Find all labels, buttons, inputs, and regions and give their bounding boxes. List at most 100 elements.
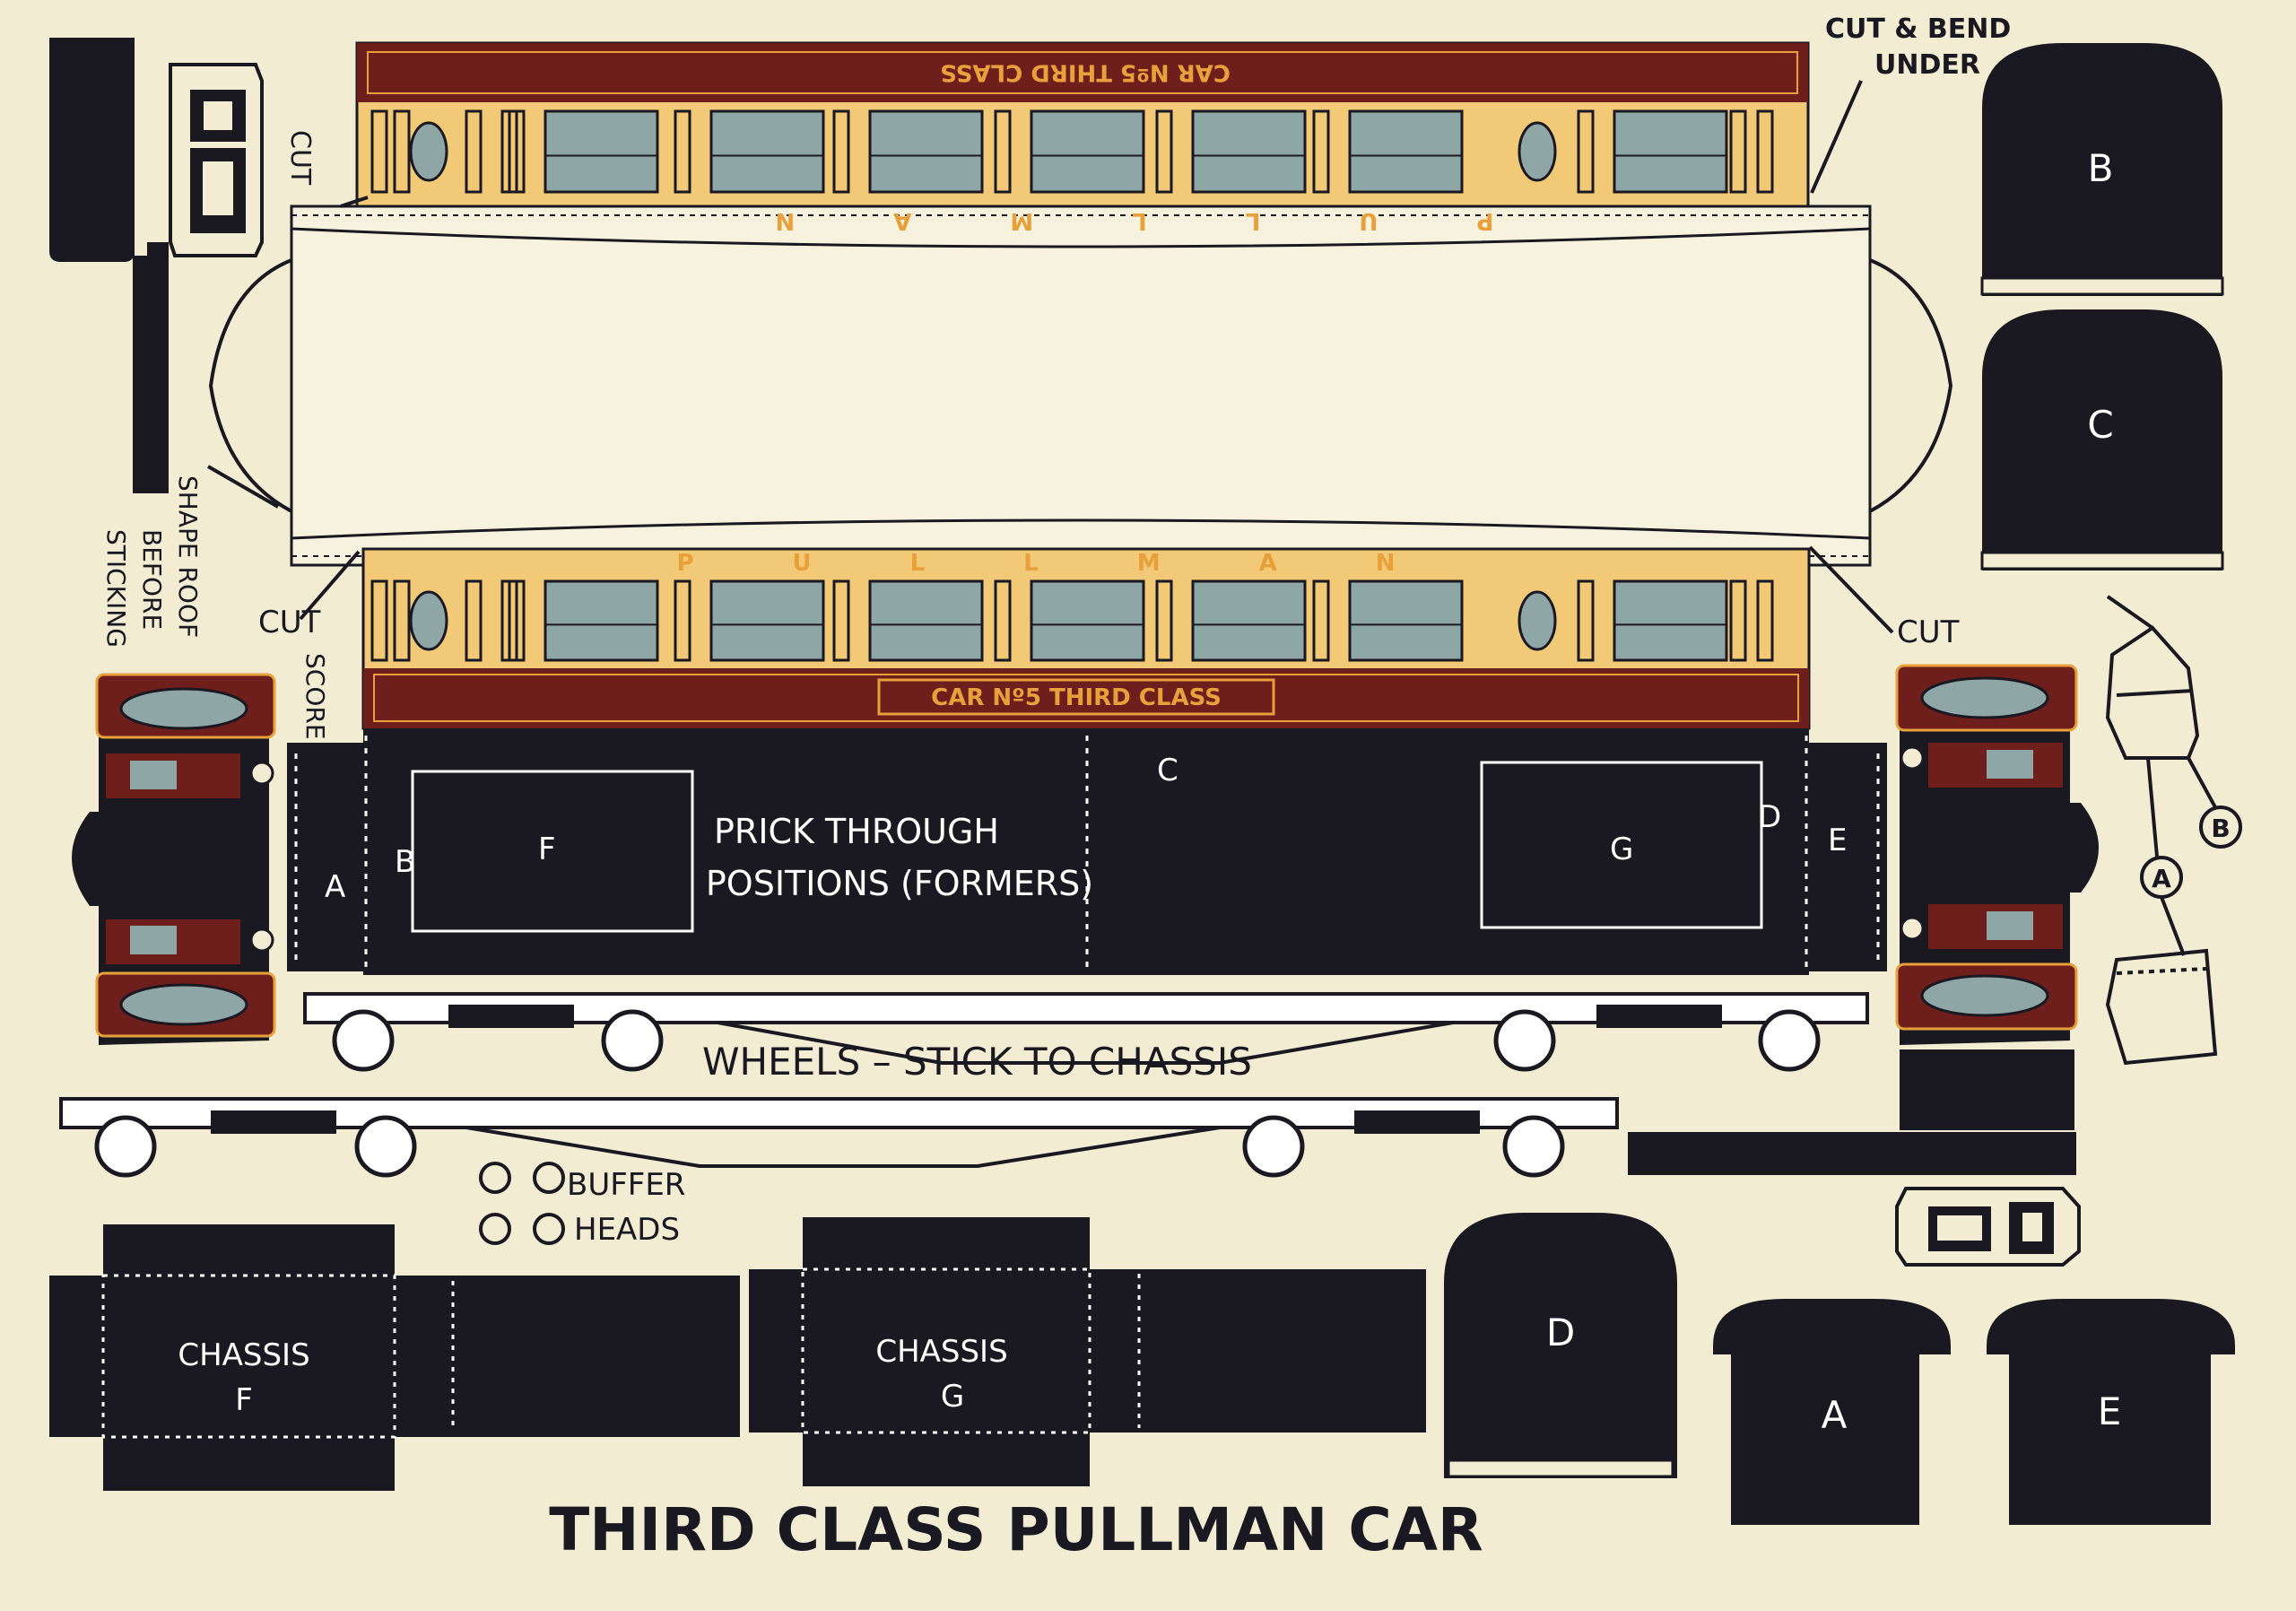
coach-window <box>1613 109 1728 194</box>
window-pillar <box>393 579 411 662</box>
chassis-g-label: CHASSIS <box>875 1334 1007 1370</box>
oval-window <box>409 121 448 182</box>
score-label: SCORE <box>300 653 330 740</box>
former-position-a: A <box>325 869 345 905</box>
windows-row-top <box>370 109 1774 194</box>
window-pillar <box>832 109 850 194</box>
end-piece-right <box>1895 664 2099 1045</box>
coach-window <box>1348 579 1464 662</box>
former-position-f: F <box>538 832 556 867</box>
buffer-heads <box>479 1162 565 1245</box>
window-pillar <box>1577 579 1595 662</box>
former-position-d: D <box>1758 799 1781 835</box>
window-pillar <box>465 109 483 194</box>
former-b-letter: B <box>2088 146 2114 190</box>
window-pillar <box>1312 109 1330 194</box>
sketch-letter-b: B <box>2211 814 2230 843</box>
roof-strip-piece <box>1628 1049 2081 1267</box>
window-pillar <box>994 109 1012 194</box>
pullman-label-lower: PULLMAN <box>676 550 1493 577</box>
shape-roof-label-line3: STICKING <box>101 529 131 648</box>
chassis-g-piece <box>749 1217 1426 1486</box>
coach-window <box>1348 109 1464 194</box>
coach-window <box>1613 579 1728 662</box>
window-pillar <box>393 109 411 194</box>
coach-window <box>709 109 825 194</box>
window-pillar <box>1756 579 1774 662</box>
oval-window <box>1518 590 1557 651</box>
window-pillar <box>1155 579 1173 662</box>
cut-label-lower-left: CUT <box>258 605 321 640</box>
sketch-letter-a: A <box>2152 864 2171 893</box>
former-d-letter: D <box>1546 1311 1575 1354</box>
shape-roof-label-line2: BEFORE <box>137 529 167 630</box>
pullman-label-top: PULLMAN <box>676 207 1493 234</box>
coach-window <box>1030 109 1145 194</box>
former-e <box>1987 1299 2235 1525</box>
window-pillar <box>370 109 388 194</box>
window-pillar <box>1729 579 1747 662</box>
former-e-letter: E <box>2098 1389 2122 1433</box>
shape-roof-label-line1: SHAPE ROOF <box>173 475 203 638</box>
roof-piece <box>208 205 1953 567</box>
cut-label-top-left: CUT <box>284 130 316 186</box>
end-piece-left <box>72 673 276 1045</box>
cut-bend-label-line2: UNDER <box>1874 49 1980 81</box>
window-pillar <box>1312 579 1330 662</box>
former-c-letter: C <box>2087 403 2113 447</box>
window-pillar <box>1756 109 1774 194</box>
window-pillar <box>674 579 691 662</box>
former-position-e: E <box>1828 823 1847 858</box>
coach-window <box>544 579 659 662</box>
page-title: THIRD CLASS PULLMAN CAR <box>549 1495 1483 1564</box>
former-a <box>1713 1299 1951 1525</box>
prick-through-line2: POSITIONS (FORMERS) <box>706 864 1093 903</box>
window-pillar <box>508 109 526 194</box>
coach-window <box>709 579 825 662</box>
former-c <box>1980 309 2224 570</box>
coach-side-lower <box>361 547 1811 730</box>
chassis-f-piece <box>49 1224 740 1491</box>
cut-bend-label-line1: CUT & BEND <box>1825 13 2011 45</box>
window-pillar <box>1729 109 1747 194</box>
window-pillar <box>1155 109 1173 194</box>
end-tab-piece <box>49 38 264 493</box>
coach-side-top <box>355 41 1810 224</box>
cut-label-lower-right: CUT <box>1897 614 1960 650</box>
assembly-sketch <box>2105 595 2242 1066</box>
car-name-label-lower: CAR Nº5 THIRD CLASS <box>931 684 1222 711</box>
oval-window <box>1518 121 1557 182</box>
body-lower-side <box>287 728 1887 975</box>
coach-window <box>1191 109 1307 194</box>
former-d <box>1444 1213 1677 1478</box>
former-position-b: B <box>395 844 415 880</box>
chassis-g-letter: G <box>941 1379 964 1415</box>
window-pillar <box>674 109 691 194</box>
coach-window <box>1191 579 1307 662</box>
window-pillar <box>994 579 1012 662</box>
wheel-strip-lower <box>59 1097 1619 1178</box>
wheels-label: WHEELS – STICK TO CHASSIS <box>702 1040 1252 1084</box>
window-pillar <box>508 579 526 662</box>
former-a-letter: A <box>1822 1393 1848 1437</box>
former-position-c: C <box>1157 753 1178 788</box>
car-name-label-top: CAR Nº5 THIRD CLASS <box>940 59 1231 86</box>
window-pillar <box>370 579 388 662</box>
buffer-label-line2: HEADS <box>574 1212 680 1248</box>
windows-row-lower <box>370 579 1774 662</box>
coach-window <box>868 579 984 662</box>
coach-window <box>868 109 984 194</box>
oval-window <box>409 590 448 651</box>
chassis-f-label: CHASSIS <box>178 1337 309 1373</box>
former-b <box>1980 43 2224 296</box>
coach-window <box>1030 579 1145 662</box>
window-pillar <box>465 579 483 662</box>
coach-window <box>544 109 659 194</box>
window-pillar <box>1577 109 1595 194</box>
former-position-g: G <box>1610 832 1633 867</box>
prick-through-line1: PRICK THROUGH <box>714 812 999 851</box>
chassis-f-letter: F <box>235 1382 253 1418</box>
buffer-label-line1: BUFFER <box>567 1167 685 1203</box>
